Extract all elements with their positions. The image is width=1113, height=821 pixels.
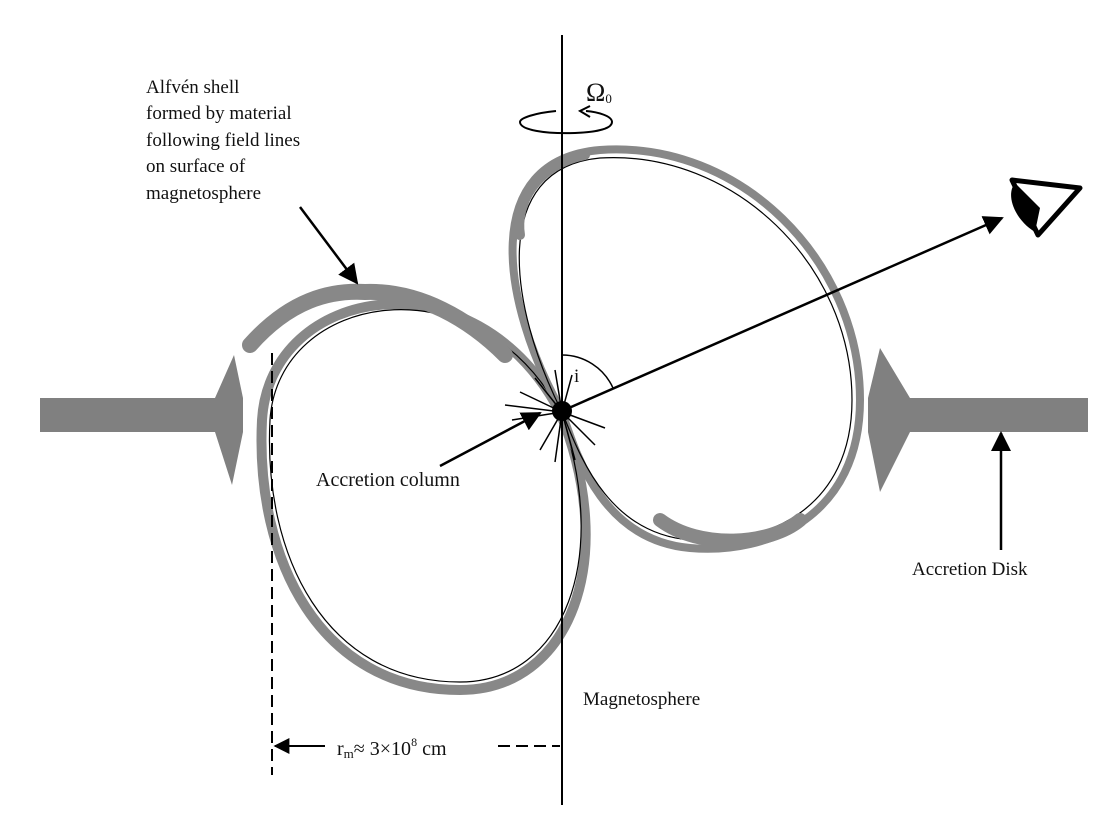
omega-symbol: Ω	[586, 78, 605, 107]
magnetosphere-lobes	[242, 145, 864, 695]
alfven-pointer-arrow	[299, 206, 359, 285]
alfven-label-line-5: magnetosphere	[146, 183, 261, 204]
alfven-label-line-4: on surface of	[146, 156, 246, 177]
accretion-disk-label: Accretion Disk	[912, 559, 1028, 580]
omega-label: Ω0	[586, 78, 612, 107]
accretion-disk-right	[868, 348, 1088, 492]
alfven-label-line-2: formed by material	[146, 103, 292, 124]
observer-eye-icon	[1009, 177, 1083, 238]
magnetosphere-label: Magnetosphere	[583, 689, 700, 710]
neutron-star	[552, 401, 572, 421]
upper-right-lobe-line	[518, 157, 853, 542]
lower-left-lobe-line	[268, 309, 582, 683]
radius-unit: cm	[417, 738, 447, 760]
alfven-shell-thick	[242, 283, 513, 363]
lower-left-lobe-shell	[256, 299, 591, 695]
alfven-shell-lower-right	[653, 513, 807, 548]
rotation-arrow-icon	[518, 105, 614, 135]
omega-subscript: 0	[605, 91, 612, 106]
alfven-label-line-1: Alfvén shell	[146, 77, 239, 98]
radius-exponent: 8	[411, 735, 417, 749]
alfven-label-line-3: following field lines	[146, 130, 300, 151]
inclination-angle-arc	[561, 354, 614, 389]
radius-symbol: r	[337, 738, 344, 760]
alfven-shell-upper-right	[514, 150, 590, 240]
upper-right-lobe-shell	[508, 145, 864, 553]
radius-value: ≈ 3×10	[354, 738, 411, 760]
line-of-sight-arrow	[561, 216, 1004, 413]
accretion-column-label: Accretion column	[316, 469, 460, 491]
accretion-disk-left	[40, 355, 243, 485]
radius-label: rm≈ 3×108 cm	[337, 735, 447, 761]
radius-subscript: m	[344, 746, 354, 761]
inclination-angle-label: i	[574, 366, 579, 387]
accretion-column-pointer-arrow	[439, 411, 542, 468]
